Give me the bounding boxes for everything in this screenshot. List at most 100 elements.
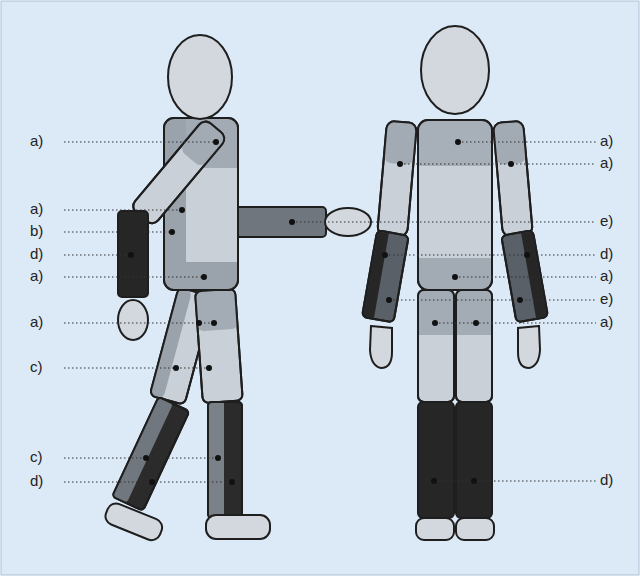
leader-line	[455, 276, 596, 277]
forearm-segment	[362, 230, 409, 322]
front-leg	[195, 289, 270, 539]
leader-line	[64, 141, 216, 142]
torso	[164, 118, 238, 290]
torso-segment	[418, 120, 492, 290]
upper-arm-outline	[493, 121, 533, 237]
leader-line	[389, 299, 596, 300]
leader-dot	[382, 252, 388, 258]
standing-figure	[362, 26, 548, 540]
leader-line	[434, 480, 596, 481]
leader-dot	[386, 297, 392, 303]
shank-outline	[112, 397, 189, 511]
head	[421, 26, 489, 114]
leader-dot	[455, 139, 461, 145]
leader-dot	[452, 274, 458, 280]
callout-letter: a)	[30, 200, 43, 218]
upper-arm-shade	[493, 121, 527, 165]
thigh-segment	[195, 289, 243, 404]
leader-line	[458, 141, 596, 142]
torso-outline	[164, 118, 238, 290]
callout-letter: c)	[30, 358, 43, 376]
foot	[416, 518, 454, 540]
leader-line	[400, 163, 596, 164]
leader-dot	[213, 139, 219, 145]
back-foot	[103, 501, 165, 543]
leader-dot	[289, 219, 295, 225]
torso-shade	[418, 120, 492, 166]
front-arm	[228, 207, 371, 237]
leader-lines	[64, 142, 596, 482]
leader-line	[435, 322, 596, 323]
thigh-shade	[195, 289, 238, 332]
torso-outline	[418, 120, 492, 290]
head	[168, 35, 232, 119]
callout-letter: a)	[30, 132, 43, 150]
leader-line	[64, 322, 214, 323]
callout-letter: d)	[600, 245, 613, 263]
foot	[103, 501, 165, 543]
callout-letter: a)	[600, 267, 613, 285]
leader-dot	[524, 252, 530, 258]
forearm-shade	[521, 231, 547, 318]
thigh-shade	[457, 291, 491, 335]
callout-letter: d)	[600, 471, 613, 489]
leader-line	[64, 481, 232, 482]
back-shank	[112, 397, 189, 511]
upper-arm-outline	[377, 121, 417, 237]
leader-line	[385, 254, 596, 255]
leader-dot	[397, 161, 403, 167]
callout-letter: e)	[600, 212, 613, 230]
leader-line	[64, 367, 209, 368]
leader-dot	[149, 479, 155, 485]
forearm-segment	[501, 230, 548, 322]
callout-letter: a)	[600, 154, 613, 172]
upper-arm-segment	[493, 121, 533, 237]
legs	[416, 290, 494, 540]
leader-dot	[143, 455, 149, 461]
callout-letter: d)	[30, 245, 43, 263]
foot	[456, 518, 494, 540]
leader-dot	[432, 320, 438, 326]
upper-arm-shade	[179, 118, 228, 168]
leader-dot	[473, 320, 479, 326]
leader-dot	[211, 320, 217, 326]
shank-segment	[456, 402, 492, 518]
callout-letter: a)	[600, 132, 613, 150]
thigh-outline	[195, 289, 243, 404]
thigh-segment	[418, 290, 454, 402]
leader-line	[292, 221, 596, 222]
leader-dot	[508, 161, 514, 167]
leader-dot	[201, 274, 207, 280]
callout-letter: c)	[30, 448, 43, 466]
thigh-segment	[456, 290, 492, 402]
callout-letter: a)	[30, 313, 43, 331]
thigh-outline	[456, 290, 492, 402]
leader-dot	[169, 229, 175, 235]
leader-dots	[128, 139, 530, 485]
arms	[362, 121, 548, 368]
shank-shade	[209, 403, 224, 517]
callout-letter: e)	[600, 290, 613, 308]
leader-dot	[215, 455, 221, 461]
torso-segment	[164, 118, 238, 290]
forearm-segment	[118, 211, 148, 297]
thigh-outline	[418, 290, 454, 402]
leader-dot	[471, 478, 477, 484]
leader-dot	[517, 297, 523, 303]
callout-letter: a)	[600, 313, 613, 331]
torso-shade	[164, 262, 238, 290]
leader-dot	[206, 365, 212, 371]
leader-line	[64, 231, 172, 232]
leader-dot	[196, 320, 202, 326]
upper-arm-shade	[383, 121, 417, 165]
callout-letter: a)	[30, 267, 43, 285]
thigh-shade	[419, 291, 453, 335]
shank-segment	[208, 402, 242, 518]
torso-shade	[418, 258, 492, 290]
leader-dot	[229, 479, 235, 485]
leader-line	[64, 209, 182, 210]
